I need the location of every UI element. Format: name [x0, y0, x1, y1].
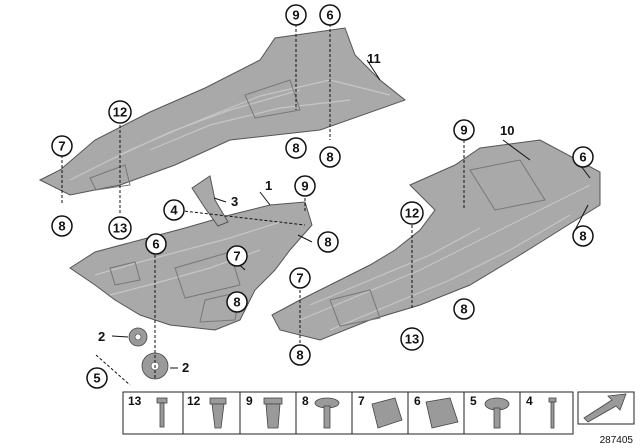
svg-text:9: 9 — [460, 123, 467, 138]
callout-12-panel11: 12 — [108, 100, 132, 124]
arrow-icon — [577, 391, 635, 425]
label-10: 10 — [500, 123, 514, 138]
callout-8-lower: 8 — [289, 344, 311, 366]
svg-text:7: 7 — [233, 249, 240, 264]
svg-text:6: 6 — [414, 394, 421, 408]
callout-8-panel10-a: 8 — [572, 225, 594, 247]
label-3: 3 — [231, 194, 238, 209]
svg-text:4: 4 — [526, 394, 533, 408]
callout-12-panel10: 12 — [400, 201, 424, 225]
svg-text:8: 8 — [302, 394, 309, 408]
fastener-12[interactable]: 12 — [187, 392, 241, 434]
label-2-upper: 2 — [98, 329, 105, 344]
svg-text:12: 12 — [405, 206, 419, 221]
svg-text:8: 8 — [292, 141, 299, 156]
callout-5: 5 — [86, 367, 108, 389]
callout-6-panel10: 6 — [572, 146, 594, 168]
svg-text:6: 6 — [579, 150, 586, 165]
svg-text:13: 13 — [405, 332, 419, 347]
svg-text:9: 9 — [292, 8, 299, 23]
callout-6-panel11: 6 — [319, 4, 341, 26]
label-1: 1 — [265, 178, 272, 193]
svg-text:8: 8 — [579, 229, 586, 244]
fastener-strip: 13 12 9 8 7 6 — [122, 391, 635, 435]
callout-8-panel1-a: 8 — [317, 231, 339, 253]
underbody-shield-10[interactable] — [271, 139, 601, 341]
svg-text:8: 8 — [460, 302, 467, 317]
svg-text:8: 8 — [324, 235, 331, 250]
callout-8-panel10-b: 8 — [453, 298, 475, 320]
fastener-8[interactable]: 8 — [302, 392, 353, 434]
svg-text:7: 7 — [358, 394, 365, 408]
svg-text:4: 4 — [170, 203, 178, 218]
svg-text:8: 8 — [233, 295, 240, 310]
svg-text:8: 8 — [326, 150, 333, 165]
callout-9-panel11: 9 — [285, 4, 307, 26]
label-2-lower: 2 — [182, 360, 189, 375]
svg-text:6: 6 — [326, 8, 333, 23]
callout-13-panel11: 13 — [108, 216, 132, 240]
svg-text:12: 12 — [113, 105, 127, 120]
callout-7-panel11: 7 — [51, 135, 73, 157]
callout-4: 4 — [163, 199, 185, 221]
bracket-3[interactable] — [191, 175, 229, 227]
svg-text:13: 13 — [128, 394, 142, 408]
svg-text:9: 9 — [301, 179, 308, 194]
callout-8-panel11-b: 8 — [319, 146, 341, 168]
svg-text:8: 8 — [58, 219, 65, 234]
callout-8-panel11-a: 8 — [285, 137, 307, 159]
callout-8-panel1-b: 8 — [226, 291, 248, 313]
callout-9-panel1: 9 — [294, 175, 316, 197]
grommet-2-upper[interactable] — [128, 327, 148, 347]
svg-text:6: 6 — [152, 237, 159, 252]
label-11: 11 — [367, 51, 381, 66]
callout-6-panel1: 6 — [145, 233, 167, 255]
fastener-6[interactable]: 6 — [414, 392, 465, 434]
svg-text:7: 7 — [296, 271, 303, 286]
fastener-5[interactable]: 5 — [470, 392, 521, 434]
svg-text:9: 9 — [246, 394, 253, 408]
underbody-shield-11[interactable] — [38, 27, 407, 196]
callout-9-panel10: 9 — [453, 119, 475, 141]
svg-text:12: 12 — [187, 394, 201, 408]
svg-text:5: 5 — [93, 371, 100, 386]
fastener-9[interactable]: 9 — [246, 392, 297, 434]
fastener-4[interactable]: 4 — [526, 392, 574, 434]
callout-13-panel10: 13 — [400, 327, 424, 351]
fastener-7[interactable]: 7 — [358, 392, 409, 434]
callout-7-panel1: 7 — [226, 245, 248, 267]
fastener-13[interactable]: 13 — [128, 392, 184, 434]
callout-8-panel11-c: 8 — [51, 215, 73, 237]
diagram-reference-number: 287405 — [600, 435, 634, 446]
svg-text:5: 5 — [470, 394, 477, 408]
callout-7-lower: 7 — [289, 267, 311, 289]
svg-text:13: 13 — [113, 221, 127, 236]
svg-text:7: 7 — [58, 139, 65, 154]
svg-text:8: 8 — [296, 348, 303, 363]
underbody-shield-1[interactable] — [69, 201, 313, 331]
